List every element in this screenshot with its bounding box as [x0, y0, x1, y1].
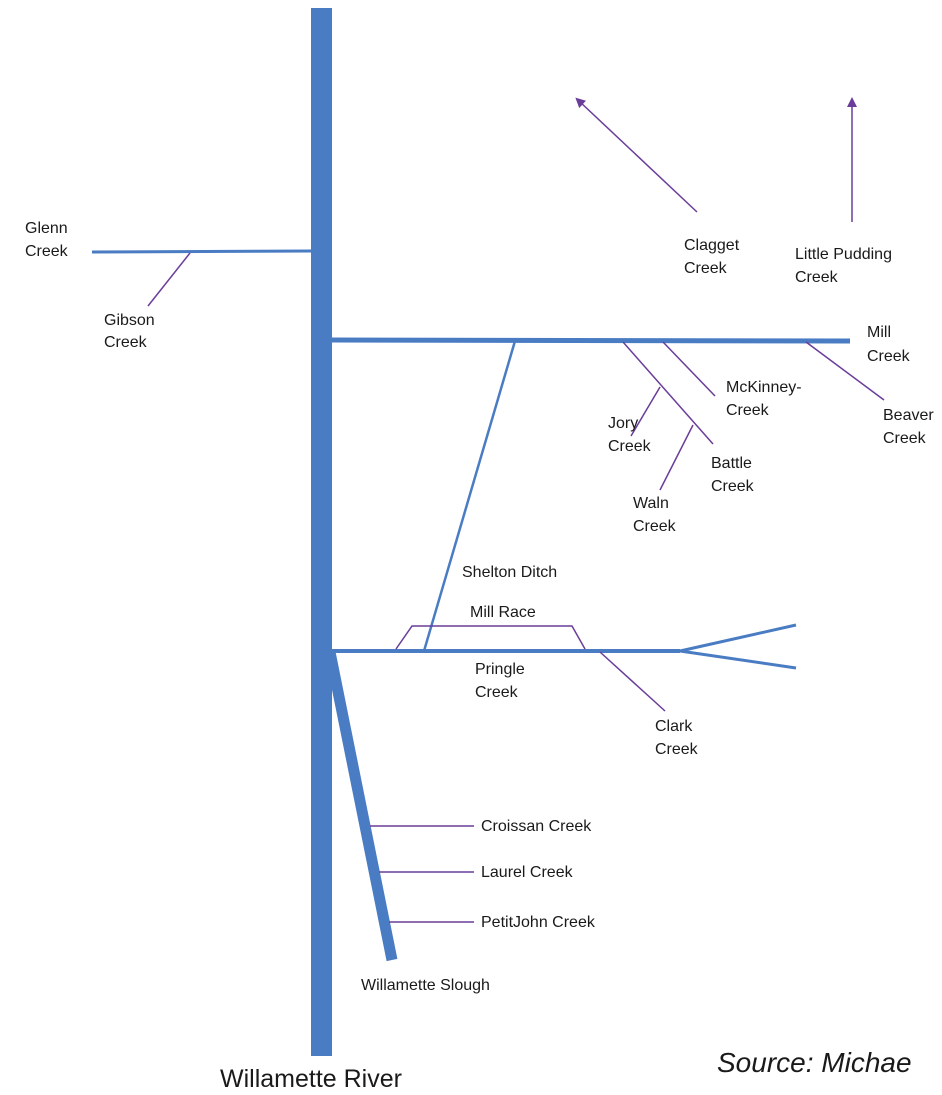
- beaver-creek-line: [805, 341, 885, 401]
- gibson-creek-line: [147, 252, 191, 307]
- beaver-creek-label: Beaver Creek: [883, 407, 938, 447]
- mill-creek-label: Mill Creek: [867, 324, 911, 365]
- pringle-fork-lower: [679, 649, 797, 670]
- willamette-slough-line: [324, 650, 398, 962]
- battle-creek-line: [622, 341, 714, 445]
- jory-creek-line: [630, 386, 661, 437]
- petitjohn-creek-label: PetitJohn Creek: [481, 914, 596, 931]
- battle-creek-label: Battle Creek: [711, 455, 756, 495]
- mill-race-label: Mill Race: [470, 604, 536, 621]
- gibson-creek-label: Gibson Creek: [104, 312, 159, 351]
- waln-creek-line: [659, 424, 694, 491]
- shelton-ditch-label: Shelton Ditch: [462, 564, 557, 581]
- clagget-creek-arrow: [575, 97, 698, 213]
- laurel-creek-label: Laurel Creek: [481, 864, 574, 881]
- mill-race-line: [395, 625, 586, 650]
- willamette-slough-label: Willamette Slough: [361, 977, 490, 994]
- source-credit: Source: Michae: [717, 1047, 912, 1078]
- clark-creek-line: [599, 651, 666, 712]
- mckinney-creek-label: McKinney- Creek: [726, 379, 806, 419]
- glenn-creek-line: [91, 249, 312, 254]
- shelton-ditch-line: [422, 340, 517, 652]
- pringle-fork-upper: [679, 623, 797, 653]
- willamette-river-label: Willamette River: [220, 1065, 402, 1093]
- pringle-creek-label: Pringle Creek: [475, 661, 529, 701]
- mckinney-creek-line: [662, 341, 716, 397]
- little-pudding-creek-label: Little Pudding Creek: [795, 246, 896, 286]
- clagget-creek-label: Clagget Creek: [684, 237, 744, 277]
- glenn-creek-label: Glenn Creek: [25, 220, 72, 260]
- jory-creek-label: Jory Creek: [608, 415, 652, 455]
- willamette-river-line: [311, 8, 332, 1056]
- mill-creek-line: [331, 337, 851, 344]
- waln-creek-label: Waln Creek: [633, 495, 677, 535]
- croissan-creek-label: Croissan Creek: [481, 818, 592, 835]
- clark-creek-label: Clark Creek: [655, 718, 699, 758]
